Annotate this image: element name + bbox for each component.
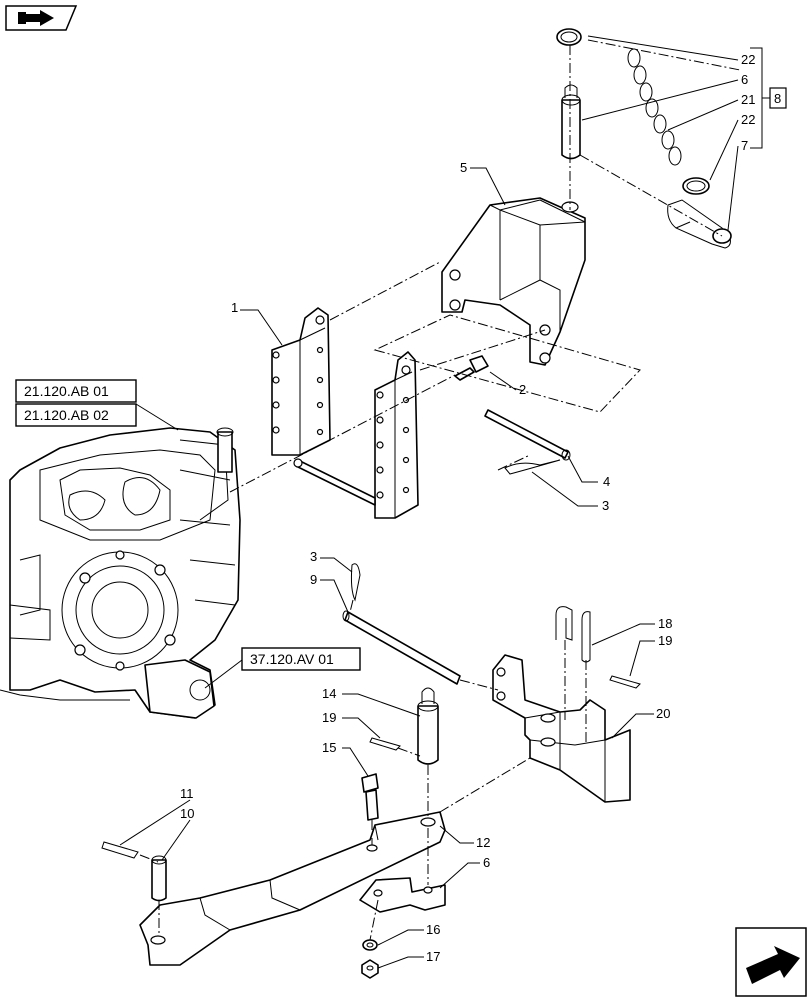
leader-lines — [119, 35, 739, 969]
callout-17: 17 — [426, 949, 440, 964]
part-17-nut — [361, 959, 379, 979]
part-11-clip — [101, 841, 139, 859]
ref-leader-1 — [135, 403, 179, 431]
part-4-pin — [484, 409, 571, 461]
part-2-bolt — [454, 355, 489, 381]
callout-5: 5 — [460, 160, 467, 175]
callout-3-lower: 3 — [310, 549, 317, 564]
callout-15: 15 — [322, 740, 336, 755]
part-7-spring-pin — [667, 199, 732, 249]
part-18-u-pin — [555, 606, 591, 663]
book-arrow-icon[interactable] — [5, 5, 78, 31]
part-9-rod — [342, 610, 461, 685]
part-14-pin — [417, 687, 439, 765]
callout-19-right: 19 — [658, 633, 672, 648]
part-5-clevis-bracket — [441, 197, 586, 366]
callout-21: 21 — [741, 92, 755, 107]
callout-18: 18 — [658, 616, 672, 631]
part-19-clip-right — [609, 675, 641, 689]
ref-label-2: 21.120.AB 02 — [24, 407, 109, 423]
ref-label-1: 21.120.AB 01 — [24, 383, 109, 399]
transmission-housing — [0, 427, 241, 719]
callout-10: 10 — [180, 806, 194, 821]
callout-22-lower: 22 — [741, 112, 755, 127]
part-21-chain — [556, 28, 710, 195]
callout-14: 14 — [322, 686, 336, 701]
ref-leader-3 — [204, 659, 243, 689]
callout-6-upper: 6 — [741, 72, 748, 87]
part-16-washer — [362, 939, 378, 951]
callout-2: 2 — [519, 382, 526, 397]
assembly-centerlines — [139, 39, 741, 941]
ref-label-3: 37.120.AV 01 — [250, 651, 334, 667]
part-6-pin-upper — [561, 84, 581, 160]
callout-4: 4 — [603, 474, 610, 489]
callout-16: 16 — [426, 922, 440, 937]
part-20-drawbar-support — [492, 654, 631, 803]
ref-box-21-120-ab-01[interactable]: 21.120.AB 01 — [15, 379, 137, 403]
callout-3-upper: 3 — [602, 498, 609, 513]
callout-12: 12 — [476, 835, 490, 850]
part-19-clip-left — [369, 737, 401, 751]
part-3-r-clip-upper — [504, 459, 561, 475]
part-3-r-clip-lower — [350, 563, 361, 602]
callout-7: 7 — [741, 138, 748, 153]
callout-6-lower: 6 — [483, 855, 490, 870]
part-1-bracket — [271, 307, 419, 519]
part-15-bolt — [361, 773, 379, 821]
next-page-arrow-icon[interactable] — [735, 927, 807, 997]
callout-22-upper: 22 — [741, 52, 755, 67]
ref-box-37-120-av-01[interactable]: 37.120.AV 01 — [241, 647, 361, 671]
callout-20: 20 — [656, 706, 670, 721]
callout-11: 11 — [180, 786, 194, 801]
group-bracket-8: 8 — [750, 47, 787, 149]
group-label-8: 8 — [774, 91, 781, 106]
callout-9: 9 — [310, 572, 317, 587]
callout-1: 1 — [231, 300, 238, 315]
callout-19-left: 19 — [322, 710, 336, 725]
part-6-plate-lower — [359, 877, 446, 913]
part-10-small-pin — [151, 855, 167, 902]
ref-box-21-120-ab-02[interactable]: 21.120.AB 02 — [15, 403, 137, 427]
